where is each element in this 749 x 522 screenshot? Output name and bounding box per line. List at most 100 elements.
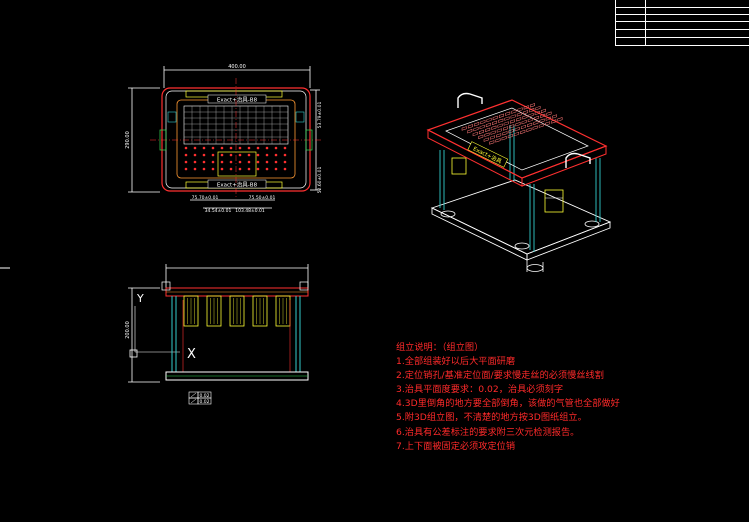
spring-block bbox=[229, 295, 245, 327]
notes-title: 组立说明：（组立图） bbox=[396, 342, 484, 353]
flatness-2: 0.02 bbox=[199, 399, 209, 405]
iso-key bbox=[514, 131, 520, 137]
iso-key bbox=[478, 134, 484, 139]
pin-hole bbox=[256, 153, 260, 157]
iso-key bbox=[545, 116, 551, 121]
iso-key bbox=[517, 107, 523, 112]
iso-key bbox=[509, 124, 515, 129]
note-item: 4.3D里倒角的地方要全部倒角，该做的气管也全部做好 bbox=[396, 398, 620, 410]
iso-key bbox=[467, 124, 473, 129]
iso-key bbox=[502, 131, 508, 136]
pin-hole bbox=[229, 167, 233, 171]
spring-block bbox=[183, 295, 199, 327]
dim-bottom-3: 34.54±0.01 bbox=[205, 208, 232, 214]
top-view: 400.00 290.00 53.79±0.01 52.60±0.01 75.7… bbox=[125, 64, 323, 214]
front-view: 200.00 Y X 0.02 0 bbox=[125, 264, 309, 405]
iso-key bbox=[508, 129, 514, 134]
iso-key bbox=[503, 126, 509, 131]
pin-hole bbox=[220, 146, 224, 150]
axis-x-label: X bbox=[187, 347, 196, 362]
pin-hole bbox=[220, 153, 224, 157]
iso-key bbox=[516, 112, 522, 117]
iso-key bbox=[534, 110, 540, 116]
pin-hole bbox=[184, 160, 188, 164]
pin-hole bbox=[202, 160, 206, 164]
pin-hole bbox=[238, 160, 242, 164]
title-block bbox=[615, 0, 749, 46]
front-dim-left: 200.00 bbox=[125, 321, 131, 339]
iso-key bbox=[497, 123, 503, 128]
dim-bottom-2: 75.50±0.01 bbox=[249, 195, 276, 201]
pin-hole bbox=[265, 160, 269, 164]
iso-key bbox=[485, 122, 491, 128]
dim-right-lower: 52.60±0.01 bbox=[317, 167, 323, 194]
iso-key bbox=[467, 129, 473, 134]
pin-hole bbox=[274, 167, 278, 171]
pin-hole bbox=[283, 146, 287, 150]
dim-width: 400.00 bbox=[228, 64, 246, 70]
iso-key bbox=[523, 110, 529, 115]
pin-hole bbox=[229, 160, 233, 164]
pin-hole bbox=[202, 167, 206, 171]
isometric-view: Exact+治具 bbox=[426, 92, 612, 272]
flatness-1: 0.02 bbox=[199, 393, 209, 399]
iso-key bbox=[505, 111, 511, 116]
iso-key bbox=[551, 114, 557, 119]
iso-key bbox=[540, 108, 546, 114]
pin-hole bbox=[193, 160, 197, 164]
pin-hole bbox=[247, 146, 251, 150]
iso-key bbox=[503, 121, 509, 126]
iso-key bbox=[514, 126, 520, 132]
dim-height: 290.00 bbox=[125, 131, 131, 149]
pin-hole bbox=[220, 160, 224, 164]
iso-key bbox=[534, 115, 540, 121]
iso-key bbox=[526, 127, 532, 132]
iso-key bbox=[520, 124, 526, 130]
iso-key bbox=[489, 135, 495, 140]
iso-key bbox=[511, 109, 517, 114]
iso-key bbox=[489, 140, 495, 145]
pin-hole bbox=[202, 146, 206, 150]
iso-key bbox=[504, 116, 510, 121]
dim-bottom-1: 75.70±0.01 bbox=[192, 195, 219, 201]
iso-key bbox=[490, 130, 496, 135]
iso-key bbox=[461, 126, 467, 131]
pin-hole bbox=[220, 167, 224, 171]
iso-key bbox=[498, 113, 504, 118]
iso-key bbox=[520, 129, 526, 135]
pin-hole bbox=[238, 153, 242, 157]
pin-hole bbox=[238, 167, 242, 171]
iso-key bbox=[523, 105, 529, 110]
pin-hole bbox=[265, 146, 269, 150]
iso-key bbox=[529, 103, 535, 108]
iso-key bbox=[474, 122, 480, 127]
iso-key bbox=[484, 132, 490, 137]
spring-block bbox=[206, 295, 222, 327]
spring-block bbox=[252, 295, 268, 327]
iso-key bbox=[492, 120, 498, 125]
pin-hole bbox=[184, 167, 188, 171]
iso-key bbox=[498, 118, 504, 123]
iso-key bbox=[529, 108, 535, 113]
iso-key bbox=[521, 119, 527, 125]
pin-hole bbox=[256, 146, 260, 150]
pin-hole bbox=[202, 153, 206, 157]
pin-hole bbox=[283, 160, 287, 164]
iso-key bbox=[516, 117, 522, 122]
pin-hole bbox=[265, 153, 269, 157]
iso-key bbox=[479, 124, 485, 130]
iso-key bbox=[496, 133, 502, 138]
pin-hole bbox=[193, 146, 197, 150]
iso-key bbox=[540, 113, 546, 118]
iso-key bbox=[480, 119, 486, 125]
note-item: 5.附3D组立图，不清楚的地方按3D图纸组立。 bbox=[396, 412, 587, 424]
iso-key bbox=[522, 115, 528, 120]
pin-hole bbox=[274, 153, 278, 157]
iso-key bbox=[496, 128, 502, 133]
iso-key bbox=[551, 119, 557, 124]
iso-key bbox=[510, 114, 516, 119]
top-label-lower: Exact+治具-B8 bbox=[217, 181, 258, 189]
note-item: 7.上下面被固定必须攻定位销 bbox=[396, 440, 516, 452]
iso-key bbox=[486, 117, 492, 123]
pin-hole bbox=[247, 160, 251, 164]
